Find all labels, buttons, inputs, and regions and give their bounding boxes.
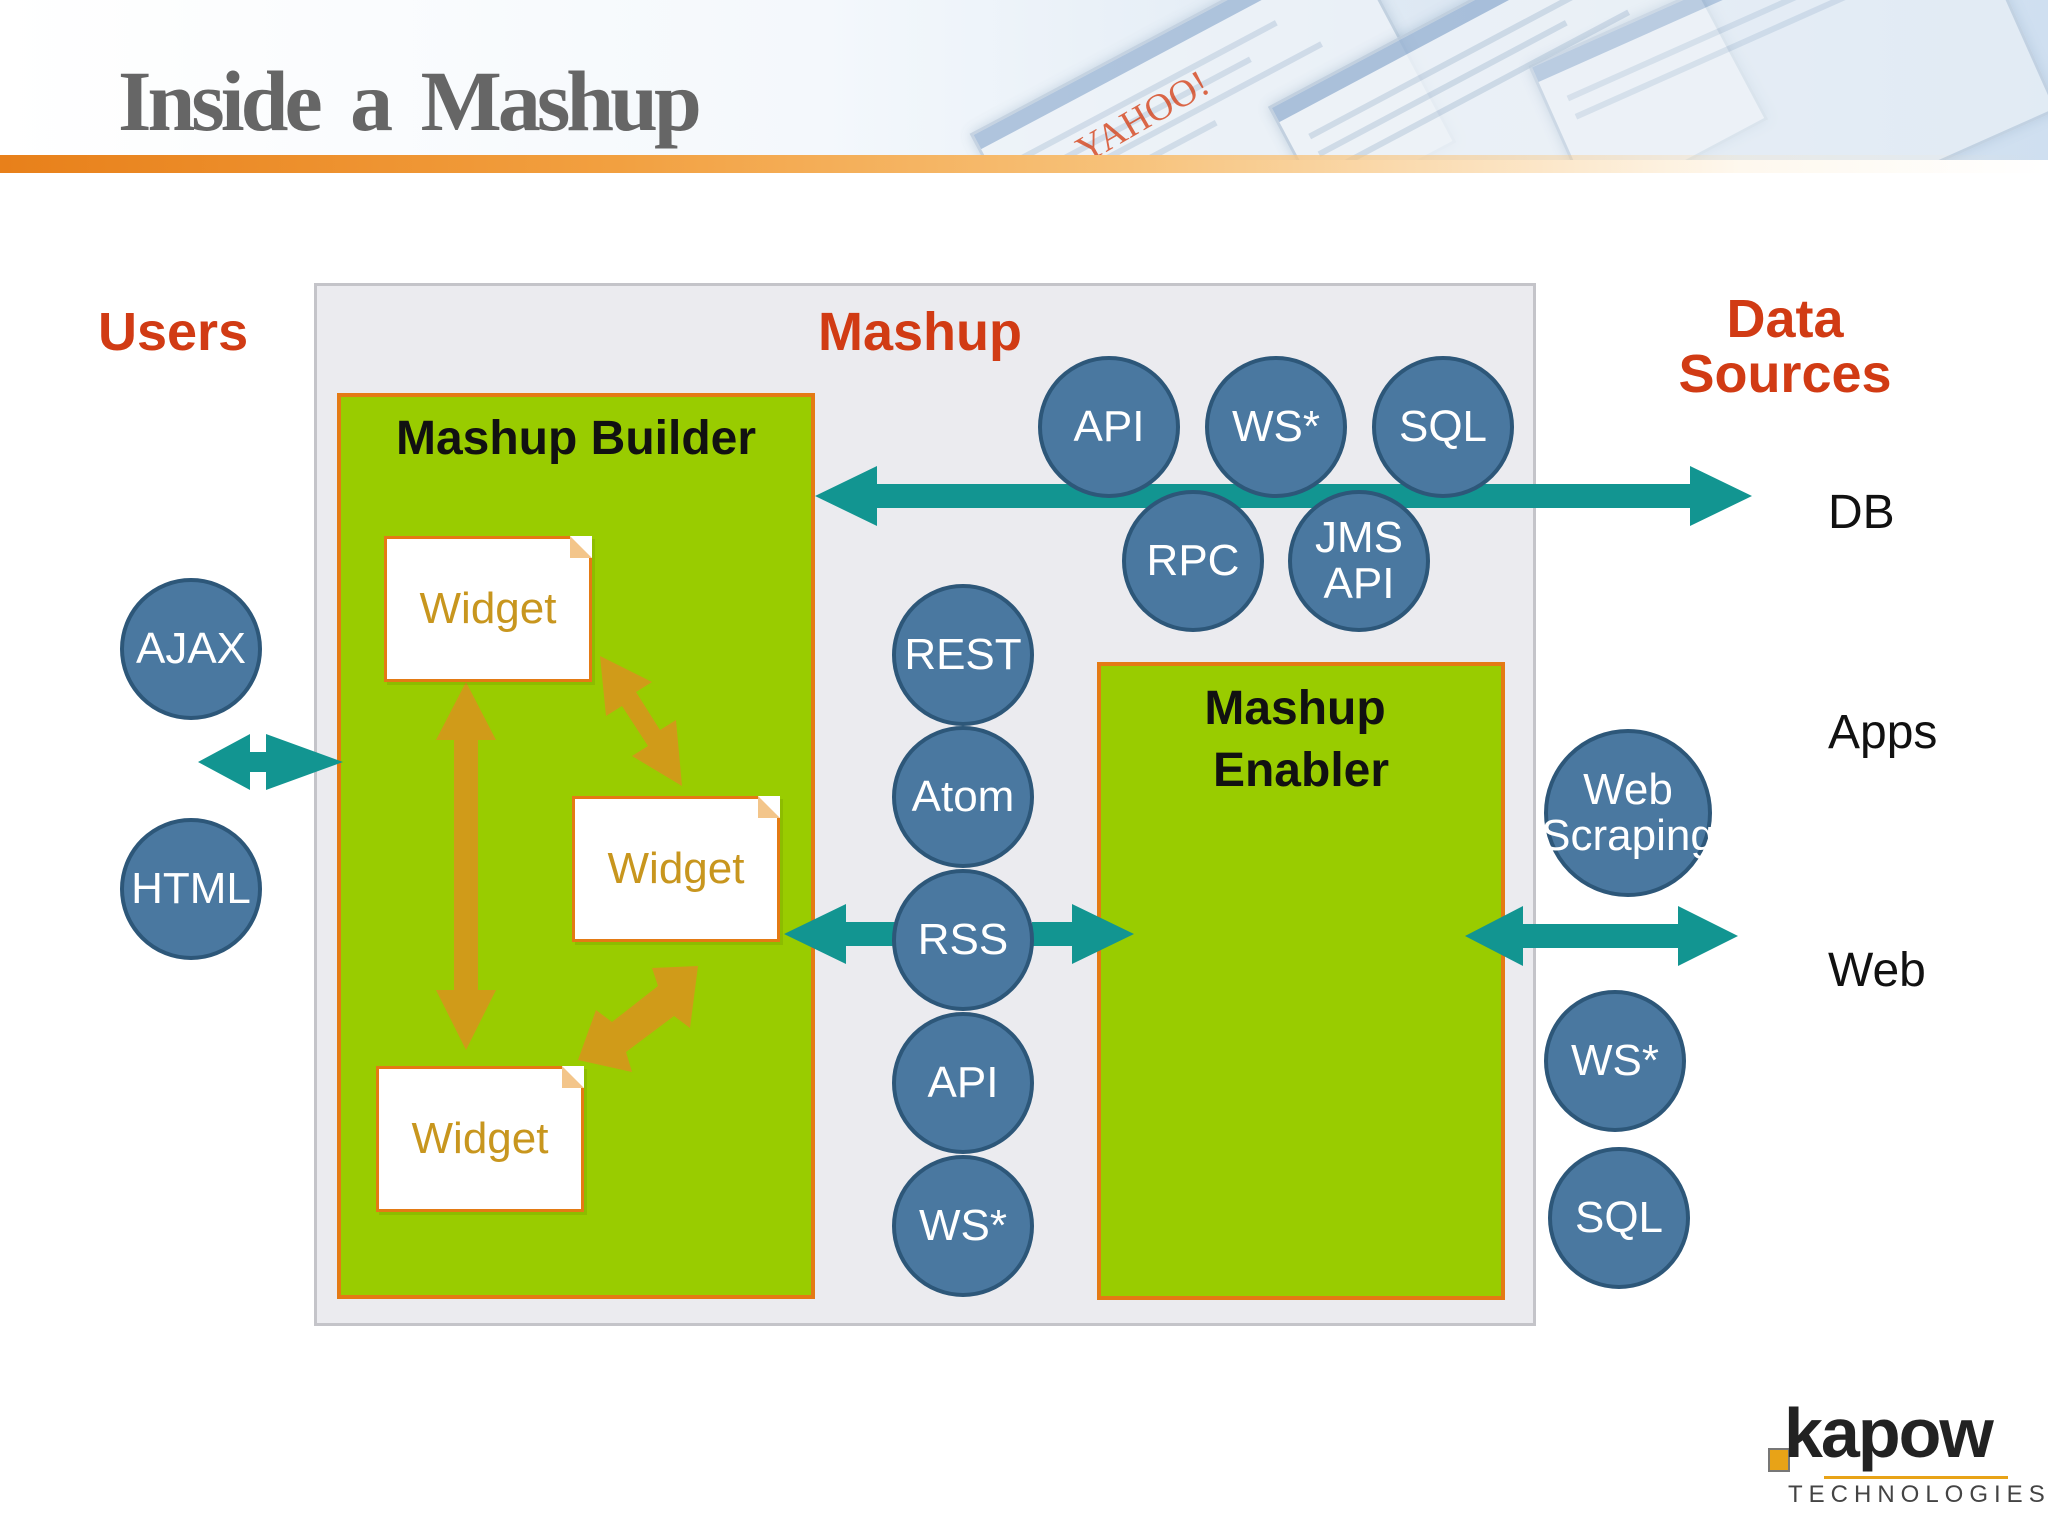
kapow-logo-subtitle: TECHNOLOGIES (1788, 1481, 2048, 1508)
ajax-circle: AJAX (120, 578, 262, 720)
mashup-enabler-line1: Mashup (1204, 682, 1386, 735)
widget-label: Widget (411, 1114, 549, 1163)
rpc-label: RPC (1146, 535, 1240, 585)
html-circle: HTML (120, 818, 262, 960)
widget-middle: Widget (572, 796, 780, 942)
header-band: YAHOO! (0, 0, 2048, 160)
jms-api-text: JMS API (1315, 512, 1403, 608)
web-scraping-line2: Scraping (1541, 811, 1715, 860)
atom-label: Atom (911, 771, 1015, 821)
widget-top: Widget (384, 536, 592, 682)
widget-fold (562, 1066, 584, 1088)
jms-api-circle: JMS API (1288, 490, 1430, 632)
data-sources-label: Data Sources (1670, 289, 1900, 405)
ws-middle-circle: WS* (892, 1155, 1034, 1297)
jms-api-label: API (1323, 559, 1395, 608)
web-scraping-circle: Web Scraping (1541, 729, 1715, 897)
rest-circle: REST (892, 584, 1034, 726)
web-scraping-line1: Web (1583, 764, 1673, 814)
widget-bottom: Widget (376, 1066, 584, 1212)
orange-rule (0, 155, 2048, 173)
mashup-builder-title: Mashup Builder (395, 412, 757, 465)
data-source-web: Web (1828, 944, 1926, 997)
ws-top-label: WS* (1232, 401, 1320, 451)
widget-label: Widget (419, 584, 557, 633)
kapow-logo-icon (1768, 1448, 1790, 1472)
kapow-logo-rule (1824, 1476, 2008, 1479)
widget-fold (570, 536, 592, 558)
mashup-enabler-title: Mashup Enabler (1097, 678, 1505, 803)
rpc-circle: RPC (1122, 490, 1264, 632)
widget-fold (758, 796, 780, 818)
api-top-circle: API (1038, 356, 1180, 498)
widget-vertical-arrow (436, 682, 496, 1050)
rss-label: RSS (917, 914, 1009, 964)
sql-top-label: SQL (1398, 401, 1488, 451)
rss-circle: RSS (892, 869, 1034, 1011)
widget-label: Widget (607, 844, 745, 893)
sql-right-circle: SQL (1548, 1147, 1690, 1289)
users-label: Users (98, 302, 249, 362)
api-middle-label: API (927, 1057, 999, 1107)
mashup-label: Mashup (818, 302, 1023, 362)
ajax-label: AJAX (135, 623, 247, 673)
mashup-enabler-box (1097, 662, 1505, 1300)
rss-enabler-arrow (1032, 904, 1134, 964)
rest-label: REST (904, 629, 1022, 679)
enabler-web-arrow (1465, 906, 1738, 966)
data-sources-line1: Data (1726, 289, 1844, 349)
data-sources-line2: Sources (1678, 344, 1892, 405)
kapow-logo-wordmark: kapow (1784, 1394, 1994, 1472)
builder-rss-arrow (784, 904, 900, 964)
data-source-apps: Apps (1828, 706, 1938, 759)
api-top-label: API (1073, 401, 1145, 451)
sql-top-circle: SQL (1372, 356, 1514, 498)
mashup-enabler-line2: Enabler (1212, 744, 1390, 798)
page-title: Inside a Mashup (118, 53, 702, 149)
ws-right-label: WS* (1571, 1035, 1659, 1085)
ws-right-circle: WS* (1544, 990, 1686, 1132)
widget-diagonal-arrow-2 (578, 966, 698, 1072)
data-source-db: DB (1828, 486, 1895, 539)
users-builder-arrow (198, 734, 343, 790)
web-scraping-text: Web Scraping (1541, 764, 1715, 860)
atom-circle: Atom (892, 726, 1034, 868)
html-label: HTML (131, 863, 251, 913)
jms-label: JMS (1315, 512, 1403, 562)
ws-top-circle: WS* (1205, 356, 1347, 498)
widget-diagonal-arrow-1 (600, 656, 682, 786)
api-middle-circle: API (892, 1012, 1034, 1154)
sql-right-label: SQL (1574, 1192, 1664, 1242)
ws-middle-label: WS* (919, 1200, 1007, 1250)
